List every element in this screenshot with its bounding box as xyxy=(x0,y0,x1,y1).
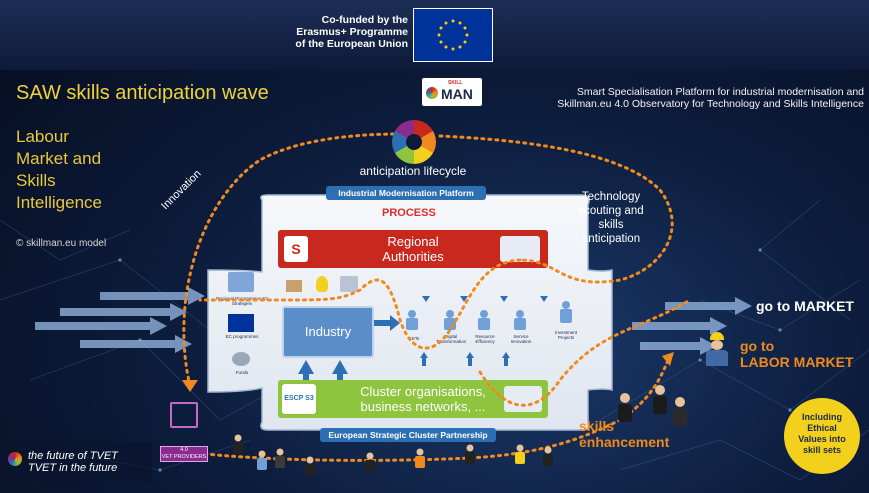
cofunded-text: Co-funded by the Erasmus+ Programme of t… xyxy=(258,14,408,50)
worker-figures xyxy=(406,301,572,330)
cofunded-line1: Co-funded by the xyxy=(321,14,408,26)
skills-line1: skills xyxy=(579,418,615,434)
process-label: PROCESS xyxy=(382,207,436,219)
tvet-band xyxy=(0,442,152,482)
label-resource: Resource Efficiency xyxy=(475,334,495,344)
lightbulb-icon xyxy=(316,276,328,292)
label-digital: Digital Transformation xyxy=(436,334,467,344)
cofunded-line2: Erasmus+ Programme xyxy=(296,26,408,38)
platform-desc-line2: Skillman.eu 4.0 Observatory for Technolo… xyxy=(557,98,864,110)
cofunded-line3: of the European Union xyxy=(295,38,408,50)
wave-arrowhead-right xyxy=(662,352,674,366)
s3-logo: S xyxy=(284,236,308,262)
go-labor-line1: go to xyxy=(740,338,775,354)
platform-description: Smart Specialisation Platform for indust… xyxy=(508,86,864,110)
tech-scouting-label: Technology scouting and skills anticipat… xyxy=(566,190,656,246)
lmsi-line3: Skills xyxy=(16,171,56,190)
worker-helmet-icon xyxy=(706,332,728,368)
ethical-line1: Including xyxy=(802,412,842,422)
page-title: SAW skills anticipation wave xyxy=(16,82,269,104)
tech-line2: scouting and xyxy=(578,205,644,217)
tvet-text: the future of TVET TVET in the future xyxy=(28,450,118,474)
go-labor-line2: LABOR MARKET xyxy=(740,354,854,370)
cluster-line1: Cluster organisations, xyxy=(360,384,486,399)
left-label-ec: EC programmes xyxy=(225,334,259,339)
skillman-logo-top: SKILL xyxy=(448,80,463,86)
ethical-values-badge: Including Ethical Values into skill sets xyxy=(784,398,860,474)
skills-line2: enhancement xyxy=(579,434,670,450)
escp-tab: European Strategic Cluster Partnership xyxy=(320,428,496,442)
lifecycle-label: anticipation lifecycle xyxy=(359,164,467,178)
cluster-line2: business networks, ... xyxy=(360,399,486,414)
vet-line1: 4.0 xyxy=(180,447,188,453)
bottom-people xyxy=(233,434,553,476)
regional-authorities-bar: S Regional Authorities xyxy=(278,230,548,268)
tvet-line2: TVET in the future xyxy=(28,462,118,474)
tech-line3: skills xyxy=(598,219,624,231)
lifecycle-icon xyxy=(392,120,436,164)
lmsi-line4: Intelligence xyxy=(16,193,103,212)
ethical-line4: skill sets xyxy=(802,445,842,455)
vet-providers-badge: 4.0 VET PROVIDERS xyxy=(160,446,208,462)
imp-tab: Industrial Modernisation Platform xyxy=(326,186,486,200)
vet-line2: VET PROVIDERS xyxy=(161,454,207,460)
platform-desc-line1: Smart Specialisation Platform for indust… xyxy=(576,86,864,98)
skillman-logo-icon xyxy=(426,87,438,99)
skills-enhancement-label: skills enhancement xyxy=(579,418,669,450)
industry-box: Industry xyxy=(282,306,374,358)
eu-mini-flag-icon xyxy=(228,314,254,332)
escp-logo: ESCP S3 xyxy=(282,384,316,414)
building-icon xyxy=(228,272,254,292)
presentation-board-icon xyxy=(170,402,198,428)
go-to-labor-market-label: go to LABOR MARKET xyxy=(740,338,854,370)
cluster-meeting-icon xyxy=(504,386,542,412)
tvet-logo-icon xyxy=(8,452,22,466)
ethical-line3: Values into xyxy=(798,434,846,444)
eu-flag xyxy=(413,8,493,62)
label-service: Service Innovation xyxy=(510,334,532,344)
eu-stars-icon xyxy=(437,19,469,51)
skillman-logo: SKILL MAN xyxy=(422,78,482,106)
left-label-funds: Funds xyxy=(235,370,249,375)
regional-line2: Authorities xyxy=(382,249,444,264)
wave-arrowhead-left xyxy=(182,380,198,392)
lmsi-heading: Labour Market and Skills Intelligence xyxy=(16,126,102,214)
skillman-logo-main: MAN xyxy=(441,86,473,102)
ethical-line2: Ethical xyxy=(807,423,837,433)
tools-icon xyxy=(340,276,358,292)
output-arrows xyxy=(632,297,752,355)
meeting-icon xyxy=(500,236,540,262)
copyright-label: © skillman.eu model xyxy=(16,238,107,249)
coins-icon xyxy=(232,352,250,366)
label-kets: KETs xyxy=(408,336,420,341)
box-icon xyxy=(286,280,302,292)
lmsi-line1: Labour xyxy=(16,127,69,146)
regional-line1: Regional xyxy=(387,234,439,249)
tech-line1: Technology xyxy=(581,191,641,203)
label-investment: Investment Projects xyxy=(554,330,577,340)
tvet-line1: the future of TVET xyxy=(28,450,118,462)
lmsi-line2: Market and xyxy=(16,149,102,168)
go-to-market-label: go to MARKET xyxy=(756,298,854,314)
tech-line4: anticipation xyxy=(581,233,641,245)
